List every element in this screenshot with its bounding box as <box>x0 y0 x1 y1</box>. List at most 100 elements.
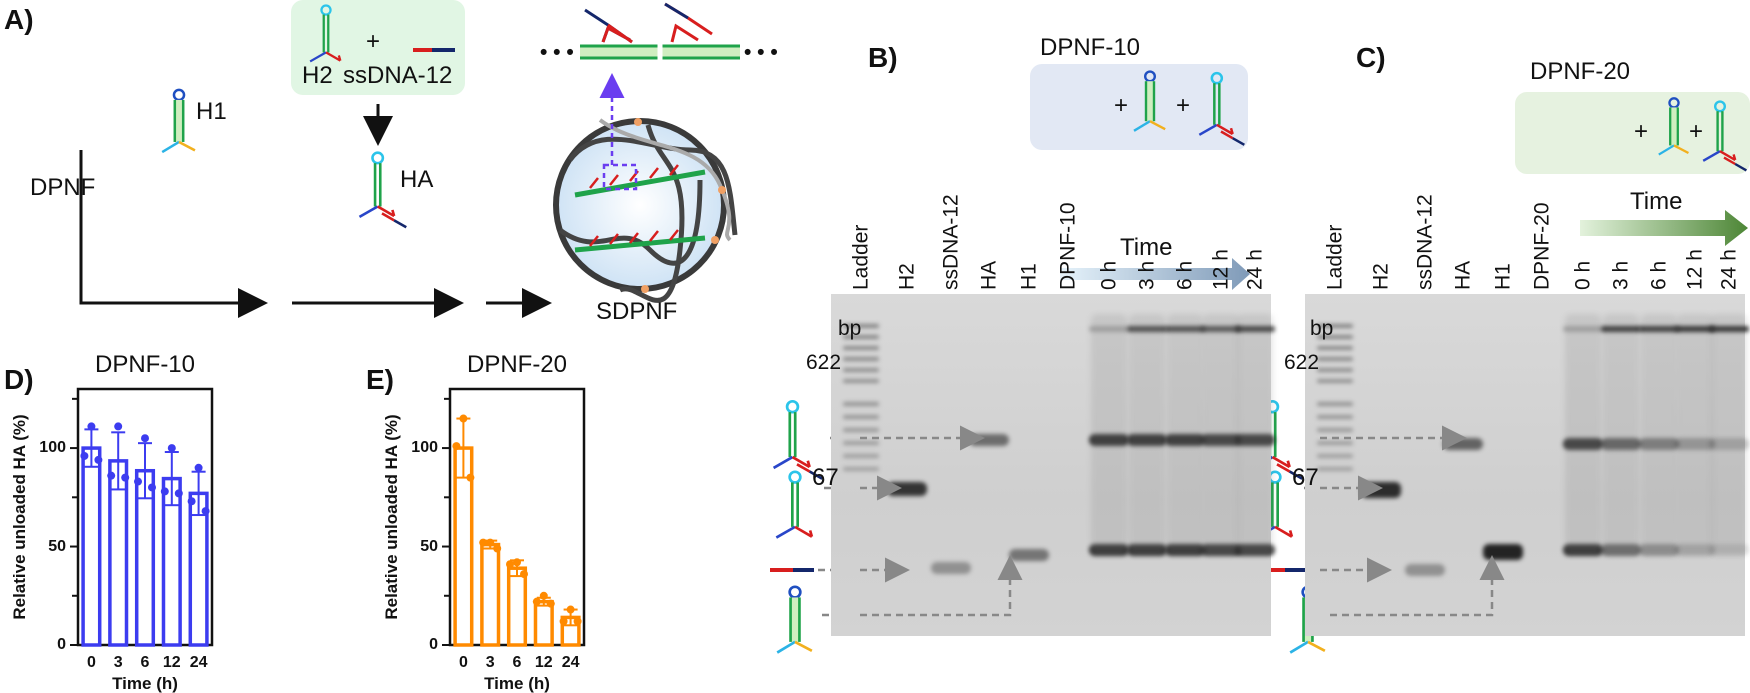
flow-arrow-1 <box>79 150 268 318</box>
gel-band <box>969 434 1009 446</box>
data-point <box>94 455 103 464</box>
ellipsis-left: • • • <box>540 41 574 64</box>
gel-band <box>1709 544 1749 556</box>
y-tick-label: 0 <box>57 636 66 653</box>
lane-label: H1 <box>1017 263 1041 290</box>
ladder-band <box>1317 346 1353 350</box>
gel-band <box>1601 544 1641 556</box>
chart-title: DPNF-10 <box>94 351 196 378</box>
ladder-band <box>843 415 879 419</box>
y-axis-title: Relative unloaded HA (%) <box>382 414 401 620</box>
gel-band <box>1127 544 1167 556</box>
x-tick-label: 6 <box>140 654 150 671</box>
marker-622-c: 622 <box>1284 351 1320 374</box>
dpnf-label: DPNF <box>30 174 96 201</box>
ladder-band <box>843 357 879 361</box>
gel-band <box>1127 434 1167 446</box>
gel-band <box>1235 544 1275 556</box>
y-axis-title: Relative unloaded HA (%) <box>10 414 29 620</box>
gel-band <box>1709 326 1749 332</box>
lane-smear <box>1203 314 1239 554</box>
ladder-band <box>1317 335 1353 339</box>
gel-band <box>1563 438 1603 450</box>
y-tick-label: 50 <box>48 537 66 555</box>
lane-smear <box>1603 314 1639 554</box>
gel-band <box>1639 438 1679 450</box>
h2-label: H2 <box>302 62 333 89</box>
lane-smear <box>1677 314 1713 554</box>
gel-band <box>1165 544 1205 556</box>
x-tick-label: 6 <box>512 654 522 671</box>
lane-smear <box>1091 314 1127 554</box>
panel-c-title: DPNF-20 <box>1530 58 1631 85</box>
data-point <box>87 422 96 431</box>
marker-67-b: 67 <box>812 464 839 491</box>
ladder-band <box>1317 379 1353 383</box>
gel-band <box>1235 434 1275 446</box>
gel-band <box>1089 326 1129 332</box>
data-point <box>459 414 468 423</box>
gel-band <box>1601 438 1641 450</box>
ladder-band <box>843 346 879 350</box>
bar <box>188 491 209 647</box>
y-tick-label: 100 <box>39 439 66 457</box>
data-point <box>532 597 541 606</box>
gel-band <box>1675 326 1715 332</box>
gel-band <box>1361 482 1401 498</box>
chart-title: DPNF-20 <box>466 351 568 378</box>
plus-sign: + <box>1176 92 1191 119</box>
data-point <box>141 434 149 443</box>
gel-band <box>1601 326 1641 332</box>
ladder-band <box>1317 467 1353 471</box>
data-point <box>539 591 548 600</box>
ladder-band <box>843 335 879 339</box>
dpnf10-reaction-box <box>1030 64 1248 150</box>
lane-label: DPNF-20 <box>1530 202 1554 290</box>
bar <box>480 542 501 647</box>
lane-label: H2 <box>895 263 919 290</box>
ladder-band <box>843 428 879 432</box>
lane-label: 24 h <box>1243 249 1267 290</box>
ladder-band <box>843 441 879 445</box>
gel-band <box>1563 544 1603 556</box>
gel-band <box>1709 438 1749 450</box>
plus-sign: + <box>1634 118 1649 145</box>
ladder-band <box>843 324 879 328</box>
zoom-region-box <box>602 163 638 191</box>
ellipsis-right: • • • <box>744 41 778 64</box>
gel-band <box>1201 326 1241 332</box>
ladder-band <box>1317 368 1353 372</box>
bp-label-b: bp <box>838 317 862 340</box>
data-point <box>559 617 568 626</box>
gel-band <box>1201 434 1241 446</box>
data-point <box>486 538 495 547</box>
lane-smear <box>1565 314 1601 554</box>
lane-label: 24 h <box>1717 249 1741 290</box>
lane-smear <box>1129 314 1165 554</box>
x-tick-label: 24 <box>189 654 208 671</box>
lane-label: 3 h <box>1135 260 1159 290</box>
data-point <box>80 451 89 460</box>
data-point <box>148 483 156 492</box>
gel-band <box>1009 549 1049 561</box>
data-point <box>573 617 582 626</box>
bar <box>533 599 554 647</box>
data-point <box>506 560 514 569</box>
data-point <box>466 473 475 482</box>
data-point <box>566 605 575 614</box>
x-tick-label: 3 <box>485 654 495 671</box>
ladder-band <box>843 379 879 383</box>
lane-label: H1 <box>1491 263 1515 290</box>
data-point <box>452 442 461 451</box>
lane-label: HA <box>977 260 1001 290</box>
y-tick-label: 50 <box>420 537 438 555</box>
x-tick-label: 12 <box>162 654 181 671</box>
marker-622-b: 622 <box>806 351 842 374</box>
time-label-b: Time <box>1120 234 1173 261</box>
gel-band <box>887 482 927 496</box>
ladder-band <box>843 467 879 471</box>
plus-sign: + <box>366 28 381 55</box>
sdpnf-nanoparticle-icon <box>553 118 738 303</box>
lane-label: 12 h <box>1683 249 1707 290</box>
bar-charts <box>70 387 586 647</box>
